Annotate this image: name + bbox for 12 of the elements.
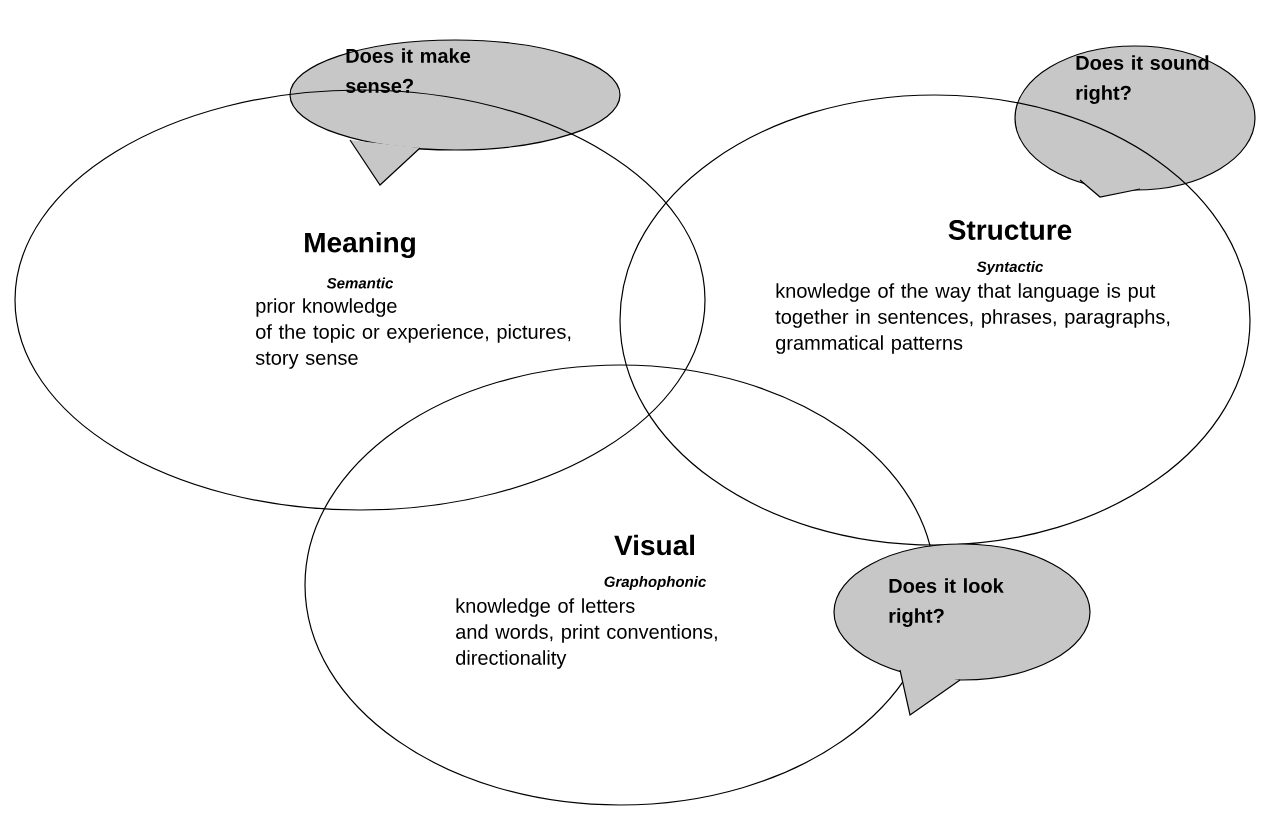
subtitle: Graphophonic <box>604 576 707 590</box>
heading: Structure <box>948 220 1072 240</box>
speech-bubble: Does it sound right? <box>1014 45 1256 198</box>
heading: Visual <box>614 534 694 556</box>
description: knowledge of the way that language is put together in sentences, phrases, paragraphs, grammatical patterns <box>775 283 1170 354</box>
description: prior knowledge of the topic or experience, pictures, story sense <box>255 298 571 369</box>
speech-bubble: Does it make sense? <box>289 39 621 186</box>
speech-bubble: Does it look right? <box>833 543 1091 716</box>
heading: Meaning <box>305 231 415 259</box>
subtitle: Syntactic <box>976 261 1044 275</box>
description: knowledge of letters and words, print conventions, directionality <box>456 598 717 669</box>
subtitle: Semantic <box>326 277 394 289</box>
